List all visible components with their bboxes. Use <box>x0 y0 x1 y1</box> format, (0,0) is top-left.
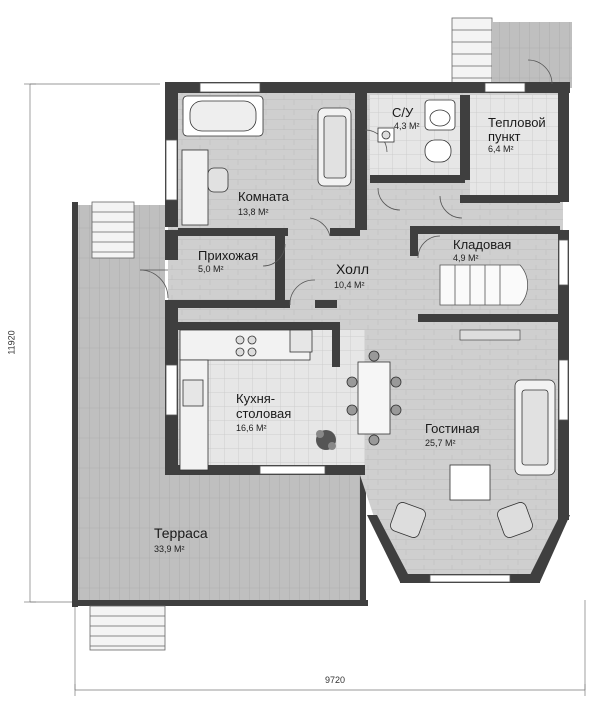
dining-table <box>346 350 402 446</box>
room-name-terrasa: Терраса <box>154 525 208 541</box>
room-name-prikhozhaya: Прихожая <box>198 248 259 263</box>
plant <box>316 430 336 450</box>
room-area-gostinaya: 25,7 М² <box>425 438 456 448</box>
door-swings <box>139 59 553 306</box>
kitchen-counter <box>179 329 313 471</box>
dimension-height: 11920 <box>6 330 17 355</box>
room-area-kladovaya: 4,9 М² <box>453 253 479 263</box>
bathtub <box>182 95 264 137</box>
room-name-kladovaya: Кладовая <box>453 237 512 252</box>
entry-steps-top-right <box>451 17 493 89</box>
coffee-table <box>449 464 491 501</box>
room-name-kukhnya-line1: Кухня- <box>236 391 276 406</box>
windows <box>165 82 569 583</box>
terrace-steps-top <box>91 201 135 259</box>
room-name-komnata: Комната <box>238 189 289 204</box>
living-sofa <box>514 379 556 476</box>
room-area-kholl: 10,4 М² <box>334 280 365 290</box>
room-name-kukhnya-line2: столовая <box>236 406 292 421</box>
tv-stand <box>459 329 521 341</box>
room-name-su: С/У <box>392 105 414 120</box>
room-name-teplovoy-line2: пункт <box>488 129 521 144</box>
room-name-teplovoy-line1: Тепловой <box>488 115 546 130</box>
room-area-komnata: 13,8 М² <box>238 207 269 217</box>
room-name-gostinaya: Гостиная <box>425 421 480 436</box>
terrace-steps-bottom <box>89 605 166 651</box>
room-area-su: 4,3 М² <box>394 121 420 131</box>
entry-landing <box>492 22 572 88</box>
armchairs <box>390 502 533 538</box>
dimension-lines <box>24 83 586 696</box>
sofa-bedroom <box>317 107 352 187</box>
desk <box>181 149 229 226</box>
dimension-width: 9720 <box>325 675 346 685</box>
storage-stairs <box>439 264 529 306</box>
room-area-teplovoy: 6,4 М² <box>488 144 514 154</box>
su-fixtures <box>377 99 456 163</box>
room-area-kukhnya: 16,6 М² <box>236 423 267 433</box>
room-area-prikhozhaya: 5,0 М² <box>198 264 224 274</box>
room-area-terrasa: 33,9 М² <box>154 544 185 554</box>
room-name-kholl: Холл <box>336 261 369 277</box>
terrace <box>72 202 368 607</box>
